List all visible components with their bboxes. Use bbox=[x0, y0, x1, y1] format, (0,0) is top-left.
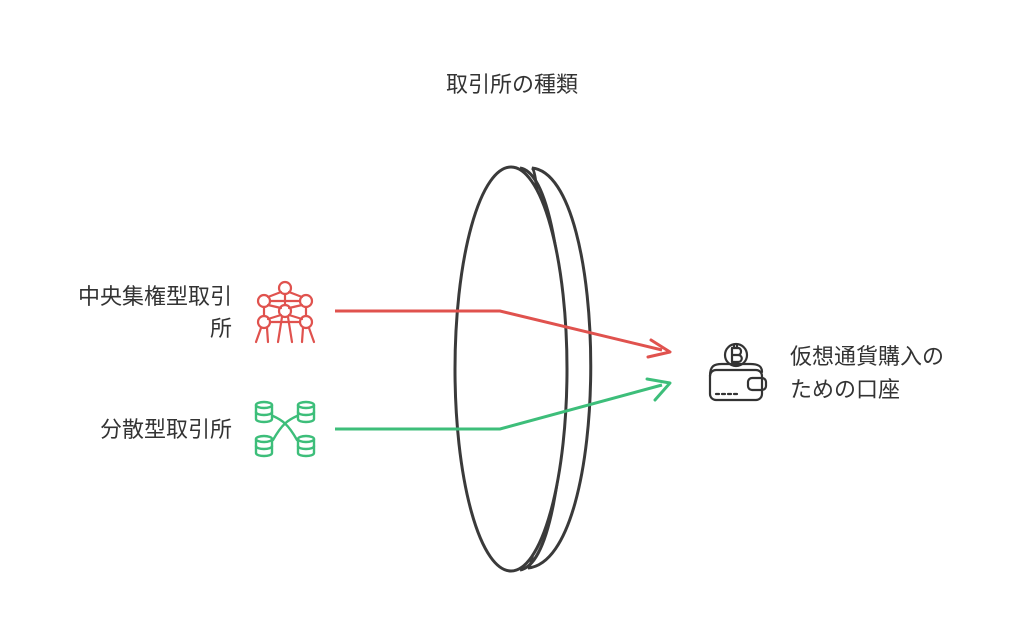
decentralized-network-icon bbox=[254, 400, 316, 458]
connector-decentralized bbox=[335, 377, 672, 431]
atomium-icon bbox=[254, 280, 316, 344]
diagram-title: 取引所の種類 bbox=[446, 73, 578, 98]
centralized-exchange-label-line1: 中央集権型取引 bbox=[78, 285, 232, 310]
connector-centralized bbox=[335, 309, 672, 359]
crypto-account-label-line1: 仮想通貨購入の bbox=[790, 345, 944, 370]
lens-shape bbox=[453, 165, 593, 573]
centralized-exchange-label-line2: 所 bbox=[210, 317, 232, 342]
crypto-account-label-line2: ための口座 bbox=[790, 378, 900, 403]
decentralized-exchange-label: 分散型取引所 bbox=[100, 418, 232, 443]
bitcoin-wallet-icon bbox=[708, 342, 768, 402]
